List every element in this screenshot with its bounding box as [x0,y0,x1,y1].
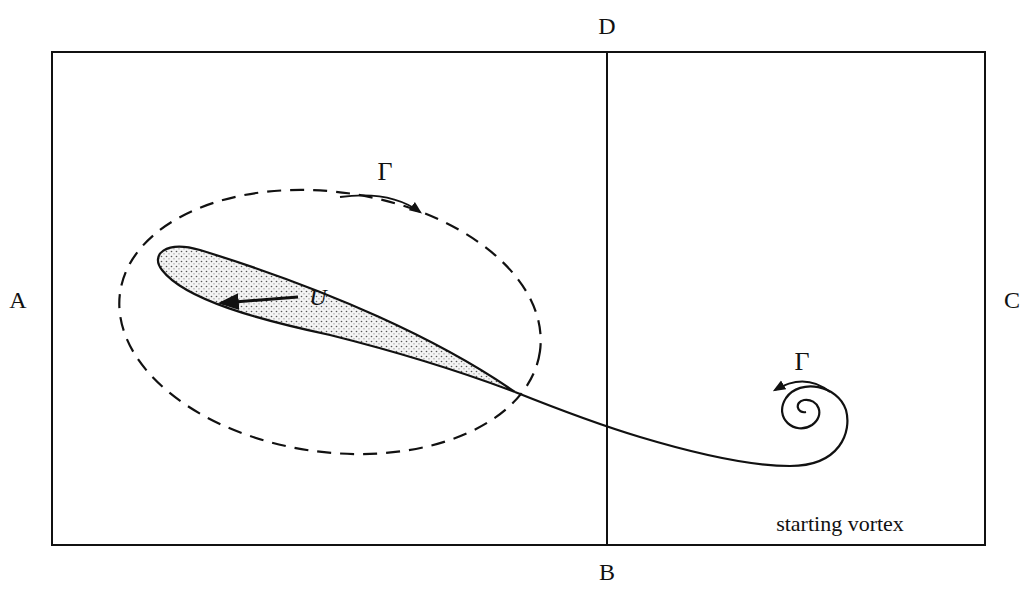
point-label: A [9,288,26,312]
divider-line [606,52,608,545]
velocity-symbol: U [309,285,326,309]
point-label: D [598,14,615,38]
point-label: B [599,560,615,584]
vortex-sheet [515,386,847,466]
circulation-arrow [340,195,420,212]
velocity-arrow [222,297,298,303]
circulation-contour [102,164,558,480]
point-label: C [1004,288,1020,312]
circulation-symbol: Γ [377,159,392,185]
circulation-symbol: Γ [794,349,809,375]
control-box [52,52,985,545]
vortex-circulation-arrow [775,381,830,392]
airfoil [158,247,515,392]
vortex-label: starting vortex [776,513,904,535]
